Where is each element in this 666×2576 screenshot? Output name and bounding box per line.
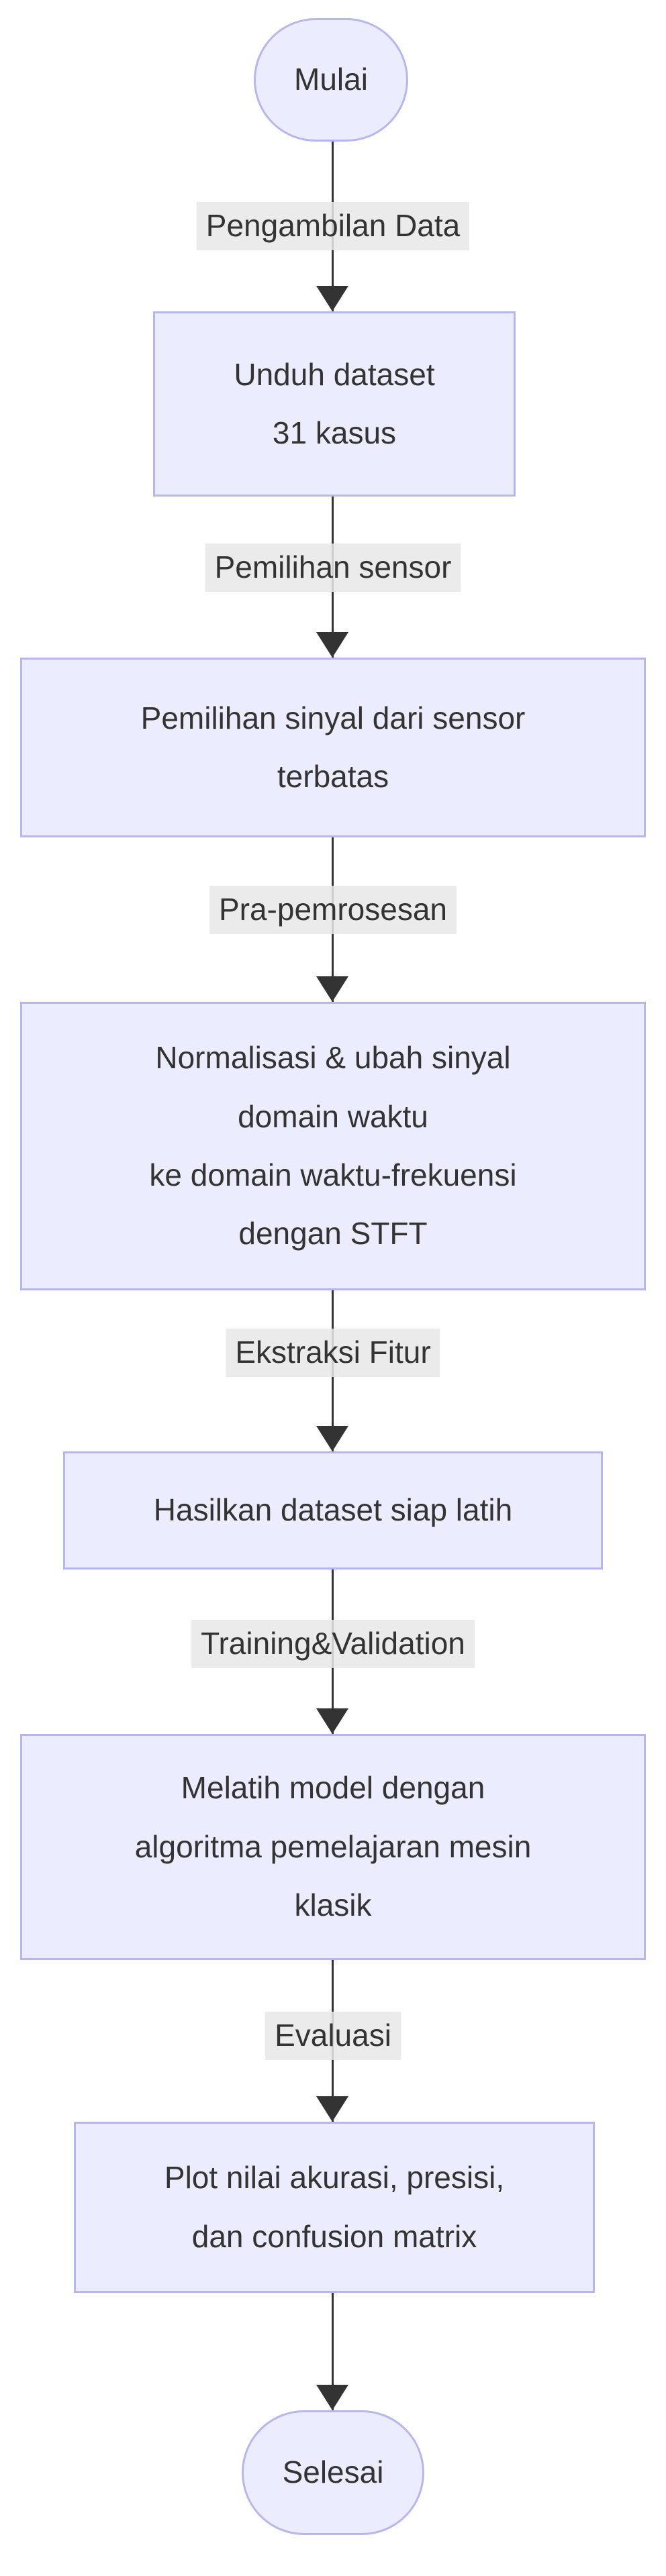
flow-node-plot-evaluasi: Plot nilai akurasi, presisi, dan confusi… (74, 2122, 595, 2293)
arrowhead-icon (316, 2385, 348, 2410)
edge-label-training-validation: Training&Validation (191, 1620, 475, 1668)
arrowhead-icon (316, 2096, 348, 2122)
flow-node-unduh-dataset: Unduh dataset 31 kasus (153, 311, 516, 497)
node-label: Normalisasi & ubah sinyal domain waktu k… (149, 1040, 517, 1251)
flow-node-pemilihan-sinyal: Pemilihan sinyal dari sensor terbatas (20, 658, 646, 837)
node-label: Hasilkan dataset siap latih (153, 1492, 513, 1528)
arrowhead-icon (316, 286, 348, 311)
edge-label-pemilihan-sensor: Pemilihan sensor (205, 544, 461, 592)
flow-node-start: Mulai (254, 18, 408, 142)
node-label: Melatih model dengan algoritma pemelajar… (134, 1770, 532, 1923)
flow-node-normalisasi-stft: Normalisasi & ubah sinyal domain waktu k… (20, 1002, 646, 1290)
arrowhead-icon (316, 976, 348, 1002)
arrowhead-icon (316, 1426, 348, 1451)
edge-label-evaluasi: Evaluasi (265, 2012, 401, 2060)
node-label: Selesai (282, 2455, 384, 2490)
node-label: Mulai (294, 62, 368, 97)
arrowhead-icon (316, 632, 348, 658)
flow-node-melatih-model: Melatih model dengan algoritma pemelajar… (20, 1734, 646, 1960)
edge-label-ekstraksi-fitur: Ekstraksi Fitur (226, 1329, 440, 1377)
flow-node-end: Selesai (242, 2410, 424, 2535)
node-label: Unduh dataset 31 kasus (234, 356, 435, 450)
edge-line-plot-end (332, 2293, 334, 2410)
node-label: Plot nilai akurasi, presisi, dan confusi… (164, 2160, 505, 2254)
edge-label-pra-pemrosesan: Pra-pemrosesan (209, 886, 457, 934)
arrowhead-icon (316, 1708, 348, 1734)
edge-label-pengambilan-data: Pengambilan Data (196, 202, 470, 250)
flow-node-hasilkan-dataset: Hasilkan dataset siap latih (63, 1451, 603, 1569)
node-label: Pemilihan sinyal dari sensor terbatas (140, 700, 526, 794)
